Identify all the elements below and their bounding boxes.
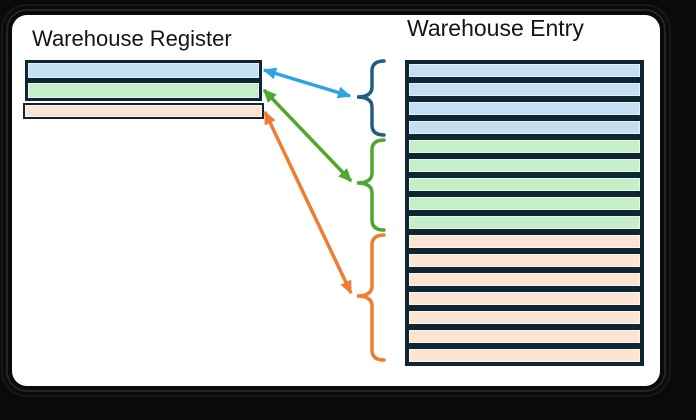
entry-row-15-orange bbox=[409, 330, 640, 343]
entry-row-7-green bbox=[409, 178, 640, 191]
entry-row-12-orange bbox=[409, 273, 640, 286]
entry-row-16-orange bbox=[409, 349, 640, 362]
entry-row-1-blue bbox=[409, 64, 640, 77]
entry-row-14-orange bbox=[409, 311, 640, 324]
entry-row-6-green bbox=[409, 159, 640, 172]
register-title: Warehouse Register bbox=[32, 26, 232, 51]
register-table-top bbox=[25, 60, 262, 101]
entry-row-9-green bbox=[409, 216, 640, 229]
entry-row-3-blue bbox=[409, 102, 640, 115]
entry-row-13-orange bbox=[409, 292, 640, 305]
register-table-bottom bbox=[23, 103, 264, 119]
register-row-blue bbox=[28, 63, 259, 78]
entry-row-4-blue bbox=[409, 121, 640, 134]
entry-table bbox=[405, 60, 644, 366]
entry-title: Warehouse Entry bbox=[407, 15, 584, 41]
register-row-green bbox=[28, 83, 259, 98]
register-row-orange bbox=[25, 105, 262, 117]
entry-row-11-orange bbox=[409, 254, 640, 267]
entry-row-2-blue bbox=[409, 83, 640, 96]
entry-row-8-green bbox=[409, 197, 640, 210]
entry-row-10-orange bbox=[409, 235, 640, 248]
entry-row-5-green bbox=[409, 140, 640, 153]
